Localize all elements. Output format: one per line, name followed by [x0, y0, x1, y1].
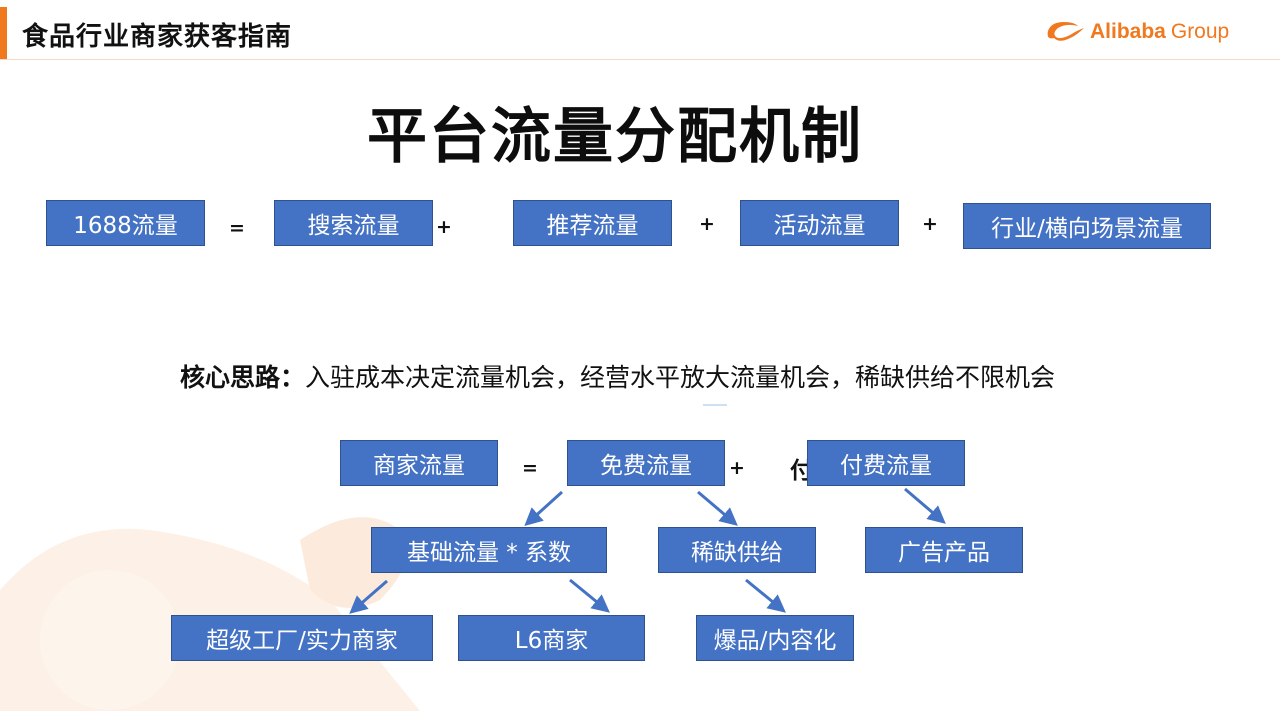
logo-group-text: Group [1170, 20, 1230, 43]
plus-sign-top-3: + [922, 213, 938, 235]
box-recommend-traffic: 推荐流量 [513, 200, 672, 246]
box-scarce-supply: 稀缺供给 [658, 527, 816, 573]
box-activity-traffic: 活动流量 [740, 200, 899, 246]
box-paid-traffic: 付费流量 [807, 440, 965, 486]
core-idea-label: 核心思路： [180, 363, 306, 392]
cursor-underline-mark [703, 404, 727, 406]
box-free-traffic: 免费流量 [567, 440, 725, 486]
box-hot-item-content: 爆品/内容化 [696, 615, 854, 661]
plus-sign-top-2: + [699, 213, 715, 235]
header-bar: 食品行业商家获客指南 [0, 0, 1280, 60]
core-idea-text: 核心思路：入驻成本决定流量机会，经营水平放大流量机会，稀缺供给不限机会 [180, 358, 1055, 394]
box-l6-merchant: L6商家 [458, 615, 645, 661]
equals-sign-tree: = [522, 457, 538, 479]
header-accent-strip [0, 7, 7, 59]
core-idea-body: 入驻成本决定流量机会，经营水平放大流量机会，稀缺供给不限机会 [305, 363, 1056, 392]
box-industry-scene-traffic: 行业/横向场景流量 [963, 203, 1211, 249]
alibaba-group-logo: Alibaba Group [1044, 16, 1229, 48]
header-title: 食品行业商家获客指南 [22, 22, 293, 52]
box-super-factory-merchant: 超级工厂/实力商家 [171, 615, 433, 661]
plus-sign-top-1: + [436, 216, 452, 238]
alibaba-logo-icon [1047, 22, 1084, 41]
box-ad-products: 广告产品 [865, 527, 1023, 573]
box-search-traffic: 搜索流量 [274, 200, 433, 246]
logo-brand-text: Alibaba [1090, 20, 1166, 43]
equals-sign-top: = [229, 217, 245, 239]
box-base-traffic-coefficient: 基础流量 * 系数 [371, 527, 607, 573]
box-1688-traffic: 1688流量 [46, 200, 205, 246]
main-title: 平台流量分配机制 [367, 102, 863, 172]
box-merchant-traffic: 商家流量 [340, 440, 498, 486]
plus-sign-tree: + [729, 457, 745, 479]
